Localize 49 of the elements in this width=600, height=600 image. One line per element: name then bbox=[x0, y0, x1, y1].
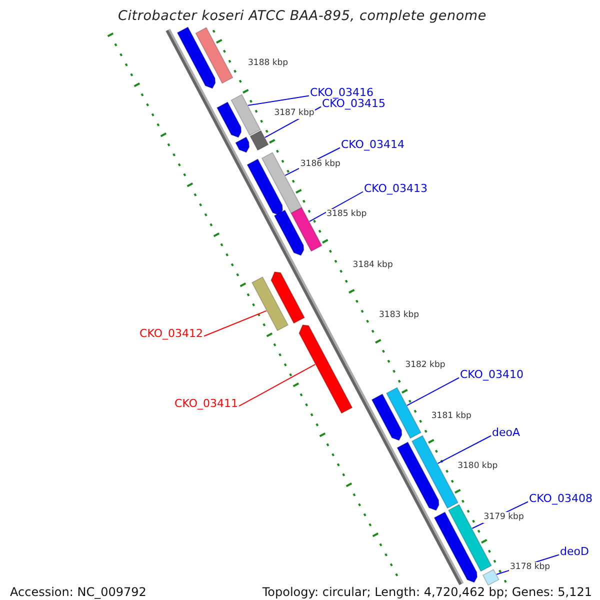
gene-bar bbox=[386, 387, 422, 439]
scale-label: 3180 kbp bbox=[456, 461, 499, 472]
scale-label: 3183 kbp bbox=[378, 310, 420, 321]
gene-bar bbox=[482, 569, 500, 586]
gene-block bbox=[434, 512, 478, 583]
gene-label: CKO_03408 bbox=[529, 492, 592, 505]
scale-label: 3182 kbp bbox=[404, 360, 446, 372]
leader-line bbox=[204, 310, 267, 337]
gene-bar bbox=[261, 152, 302, 214]
leader-line bbox=[437, 435, 492, 464]
title: Citrobacter koseri ATCC BAA-895, complete genome bbox=[118, 8, 486, 25]
leader-line bbox=[248, 95, 310, 106]
leader-line bbox=[309, 191, 364, 222]
gene-label: deoA bbox=[492, 426, 520, 439]
gene-bar bbox=[411, 435, 459, 509]
gene-bar bbox=[230, 94, 261, 136]
scale-label: 3186 kbp bbox=[299, 158, 342, 170]
gene-label: CKO_03414 bbox=[341, 138, 404, 151]
gene-block bbox=[298, 324, 353, 414]
scale-label: 3184 kbp bbox=[352, 260, 394, 271]
gene-block bbox=[270, 271, 306, 324]
scale-label: 3178 kbp bbox=[509, 562, 552, 573]
leader-line bbox=[406, 377, 460, 406]
gene-label: CKO_03415 bbox=[322, 97, 386, 110]
gene-label: CKO_03412 bbox=[140, 327, 203, 340]
scale-label: 3188 kbp bbox=[247, 58, 290, 69]
scale-label: 3181 kbp bbox=[430, 410, 472, 422]
gene-label: deoD bbox=[560, 545, 589, 558]
gene-block bbox=[216, 102, 242, 138]
scale-label: 3185 kbp bbox=[326, 209, 368, 220]
gene-label: CKO_03416 bbox=[310, 86, 374, 99]
gene-block bbox=[246, 158, 283, 216]
scale-label: 3179 kbp bbox=[482, 512, 525, 523]
accession-text: Accession: NC_009792 bbox=[10, 585, 146, 599]
leader-line bbox=[238, 364, 316, 407]
gene-label: CKO_03410 bbox=[460, 368, 524, 381]
gene-block bbox=[235, 136, 250, 153]
gene-bar bbox=[290, 207, 322, 252]
gene-label: CKO_03413 bbox=[364, 182, 428, 195]
scale-label: 3187 kbp bbox=[273, 108, 316, 120]
gene-block bbox=[396, 442, 440, 511]
gene-bar bbox=[195, 27, 234, 84]
gene-bar bbox=[250, 130, 269, 151]
genome-summary-text: Topology: circular; Length: 4,720,462 bp; Genes: 5,121 bbox=[262, 585, 592, 599]
gene-block bbox=[371, 394, 402, 441]
gene-label: CKO_03411 bbox=[174, 397, 238, 410]
gene-block bbox=[176, 26, 216, 89]
gene-block bbox=[274, 210, 304, 256]
gene-bar bbox=[251, 276, 289, 332]
